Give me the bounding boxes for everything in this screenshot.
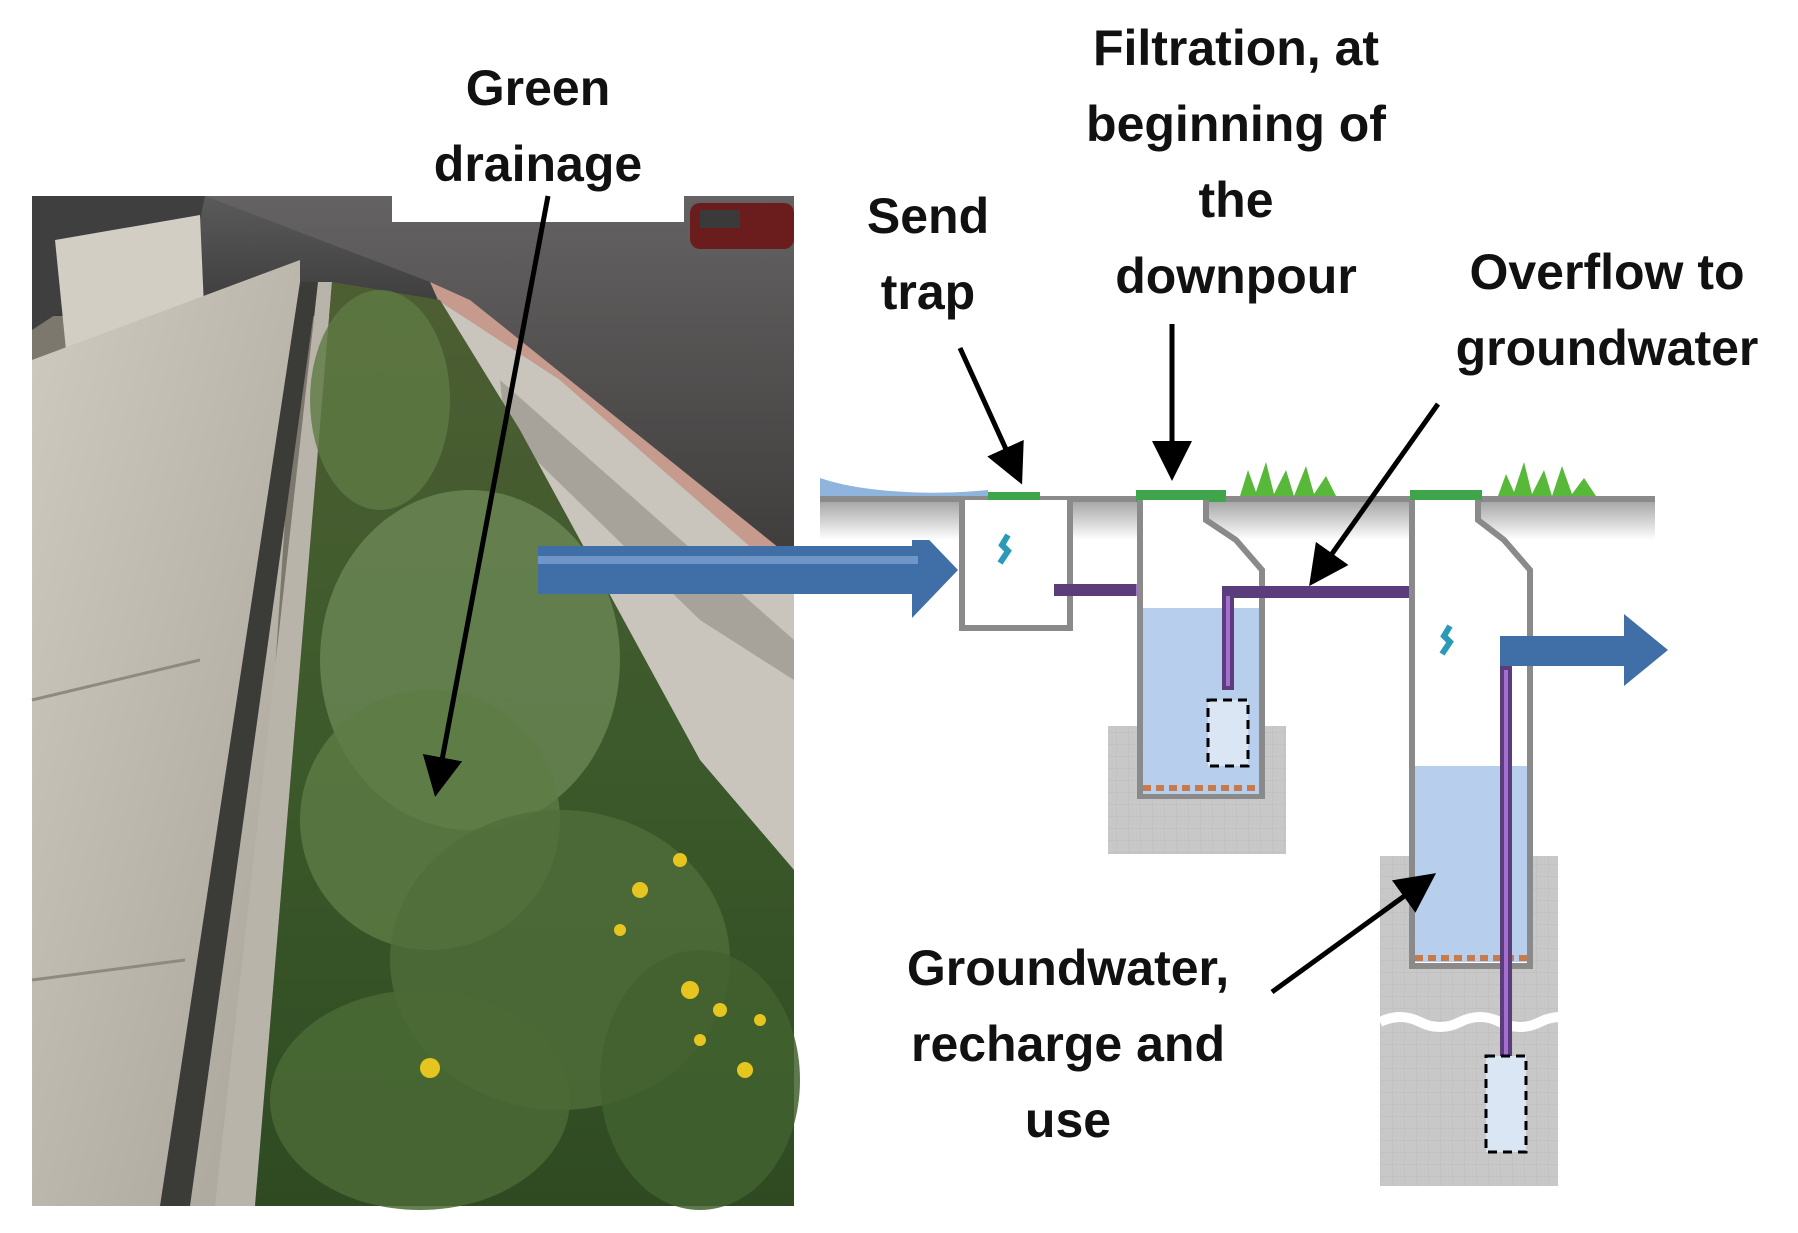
arrow-overflow — [1309, 402, 1441, 587]
label-green-drainage: Green drainage — [433, 60, 643, 192]
arrow-send-trap — [957, 346, 1024, 485]
green-drainage-label-box — [392, 52, 684, 222]
label-send-trap: Send trap — [866, 188, 990, 320]
label-filtration: Filtration, at beginning of the downpour — [1086, 20, 1386, 304]
arrow-groundwater — [1270, 873, 1437, 995]
inflow-arrow — [538, 522, 958, 618]
green-drainage-photo — [31, 196, 800, 1210]
label-groundwater: Groundwater, recharge and use — [906, 940, 1230, 1148]
cross-section — [820, 462, 1668, 1186]
arrow-green-drainage — [422, 195, 551, 797]
pointer-arrows — [422, 195, 1441, 995]
label-overflow: Overflow to groundwater — [1455, 244, 1759, 376]
